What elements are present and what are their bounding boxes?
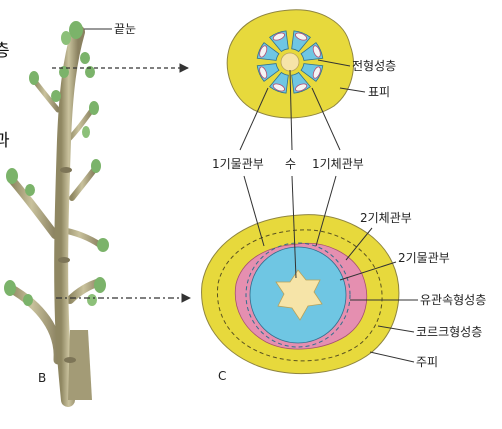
side-text-bottom: 과: [0, 131, 10, 151]
bundle-phloem-cap: [272, 83, 285, 92]
label-secondary-phloem: 2기체관부: [360, 211, 412, 225]
label-secondary-xylem: 2기물관부: [398, 251, 450, 265]
label-epidermis: 표피: [368, 85, 390, 99]
panel-letter-c: C: [218, 369, 226, 383]
bundle-phloem-cap: [259, 45, 268, 58]
primary-cross-section: [226, 9, 354, 119]
label-cork-cambium: 코르크형성층: [416, 325, 482, 339]
terminal-bud-shape: [69, 21, 83, 39]
bundle-phloem-cap: [312, 45, 321, 58]
panel-letter-b: B: [38, 371, 46, 385]
label-primary-phloem: 1기체관부: [312, 157, 364, 171]
bundle-phloem-cap: [259, 66, 268, 79]
label-terminal-bud: 끝눈: [114, 22, 136, 36]
label-vascular-cambium: 유관속형성층: [420, 293, 486, 307]
bundle-phloem-cap: [295, 32, 308, 41]
bundle-phloem-cap: [312, 66, 321, 79]
twig-illustration: [4, 21, 109, 407]
secondary-cross-section: [201, 214, 400, 374]
label-periderm: 주피: [416, 355, 438, 369]
label-primary-xylem: 1기물관부: [212, 157, 264, 171]
bundle-phloem-cap: [272, 32, 285, 41]
label-procambium: 전형성층: [352, 59, 396, 73]
label-pith: 수: [285, 157, 296, 171]
side-text-top: 층: [0, 41, 10, 61]
bundle-phloem-cap: [295, 83, 308, 92]
